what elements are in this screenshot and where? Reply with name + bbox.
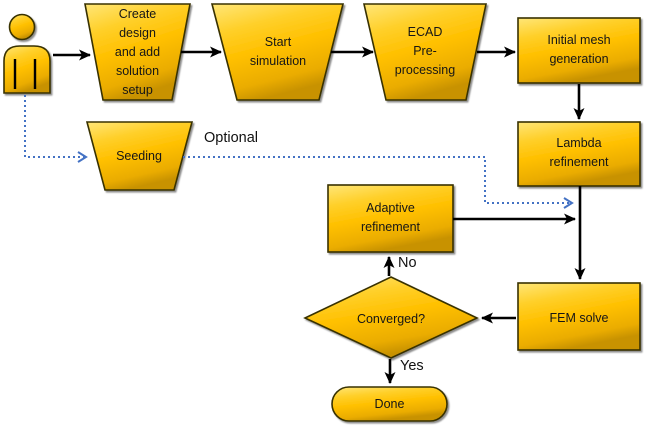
node-fem-solve xyxy=(517,282,641,351)
node-done xyxy=(331,386,448,422)
node-initial-mesh-generation xyxy=(517,17,641,84)
person-icon xyxy=(3,13,51,94)
node-lambda-refinement xyxy=(517,121,641,187)
node-converged-decision xyxy=(303,276,479,359)
node-adaptive-refinement xyxy=(327,184,454,253)
node-ecad-preprocessing xyxy=(362,3,487,101)
node-create-design xyxy=(84,3,191,101)
node-start-simulation xyxy=(210,3,345,101)
optional-arrow-seeding-to-fem-line xyxy=(183,156,574,209)
optional-arrow-actor-to-seeding xyxy=(24,95,88,163)
node-seeding xyxy=(85,121,194,191)
